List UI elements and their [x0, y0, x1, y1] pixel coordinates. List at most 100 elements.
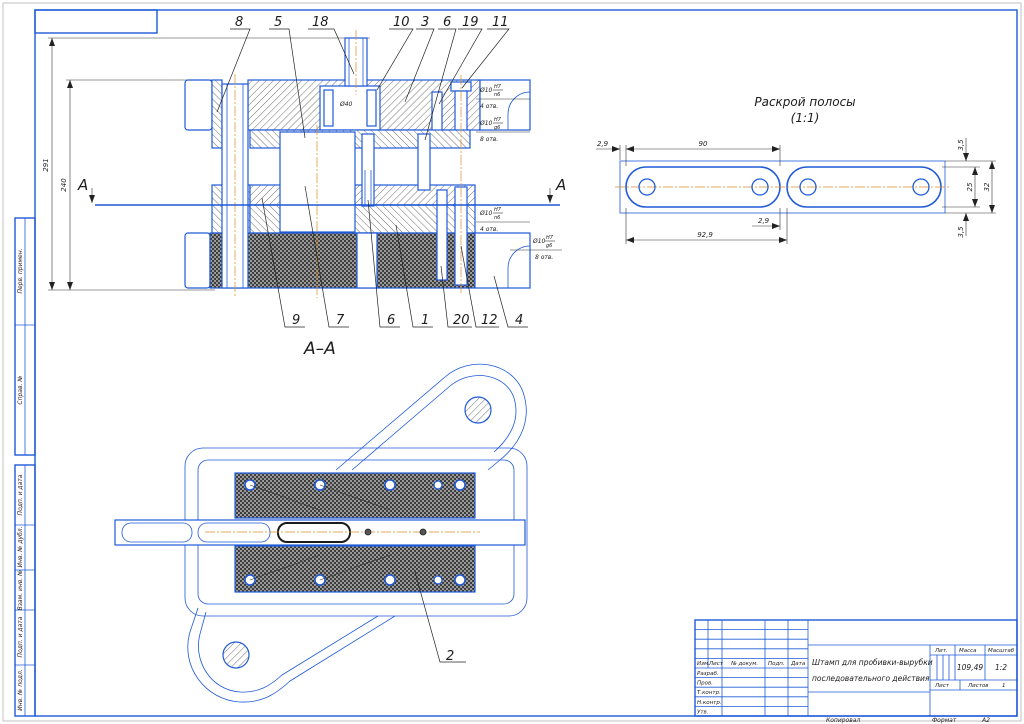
- screw-hole: [384, 574, 396, 586]
- strip-slot: [121, 522, 193, 543]
- format-value: А2: [981, 717, 990, 724]
- section-view-label: А–А: [303, 339, 336, 359]
- fit-denominator: g6: [494, 125, 500, 131]
- callout-leader: [304, 185, 349, 328]
- fit-denominator: n6: [494, 215, 500, 221]
- piercing-punch: [361, 133, 375, 207]
- pin-hole: [433, 480, 443, 490]
- die-block-holes: [244, 479, 466, 586]
- drawing-title-line: последовательного действия: [812, 674, 930, 683]
- guide-bush: [211, 79, 223, 149]
- screw-hole: [454, 574, 466, 586]
- strip-layout-title: Раскрой полосы: [754, 95, 855, 109]
- callout-leader: [308, 28, 355, 75]
- sheet-label: Лист: [934, 683, 950, 689]
- callout-number: 6: [443, 15, 451, 30]
- role-label: Пров.: [697, 681, 713, 687]
- fit-numerator: H7: [494, 84, 502, 90]
- callout-leader: [376, 28, 414, 91]
- scale-value: 1:2: [995, 663, 1007, 672]
- drawing-title-line: Штамп для пробивки-вырубки: [812, 658, 933, 667]
- bore-note: Ø40: [339, 101, 353, 108]
- strip-layout: Раскрой полосы (1:1) 90 2,9 2,9 92,9: [596, 95, 996, 244]
- flange-upper-inner: [351, 375, 517, 471]
- strip-layout-scale: (1:1): [791, 111, 820, 125]
- piercing-punch: [417, 133, 431, 191]
- dim-height-text: 240: [60, 178, 68, 192]
- mass-value: 109,49: [957, 663, 983, 672]
- flange-lower-inner: [198, 611, 379, 693]
- dim-edge-top-text: 3,5: [957, 139, 965, 151]
- callout-leader: [395, 224, 433, 328]
- diagonal-leader: [249, 554, 321, 581]
- fit-note: Ø10 H7 n6 4 отв.: [476, 207, 530, 233]
- side-stamp-label: Перв. примен.: [17, 248, 24, 293]
- callout-number: 20: [453, 313, 470, 328]
- col-header: Подп.: [768, 661, 785, 667]
- side-stamp-label: Подп. и дата: [17, 474, 24, 515]
- callout-number: 12: [481, 313, 498, 328]
- fit-count: 8 отв.: [535, 254, 553, 261]
- fit-size: Ø10: [479, 87, 493, 94]
- callout-leader: [367, 199, 400, 328]
- mounting-hole: [222, 641, 250, 669]
- fit-numerator: H7: [494, 117, 502, 123]
- blank-hole: [799, 178, 817, 196]
- callout-leader: [424, 28, 457, 141]
- callouts-bottom: 9 7 6 1 20 12 4: [261, 185, 528, 328]
- copied-label: Копировал: [826, 717, 860, 724]
- lit-label: Лит.: [934, 648, 948, 654]
- scale-label: Масштаб: [988, 648, 1015, 654]
- flange-lower: [187, 607, 396, 703]
- shank-screw: [366, 89, 377, 127]
- pin-hole: [433, 575, 443, 585]
- lower-right-lug-cut: [507, 245, 531, 288]
- dim-bridge-text: 2,9: [758, 217, 770, 225]
- role-label: Т.контр.: [697, 690, 721, 696]
- callout-number: 8: [235, 15, 243, 30]
- callout-leader: [438, 28, 483, 105]
- diagonal-leader: [249, 484, 321, 511]
- role-label: Н.контр.: [697, 700, 722, 706]
- cut-mark-right: А: [555, 176, 566, 194]
- fit-count: 4 отв.: [480, 103, 498, 110]
- fit-note: Ø10 H7 g6 8 отв.: [510, 235, 562, 261]
- callout-leader: [269, 28, 306, 139]
- shank-screw: [323, 89, 334, 127]
- pilot-hole: [364, 528, 372, 536]
- bottom-plate: [209, 232, 476, 289]
- title-block: Изм. Лист № докум. Подп. Дата Разраб. Пр…: [694, 619, 1018, 724]
- callout-leader: [414, 571, 466, 663]
- strip-slot: [197, 522, 271, 543]
- plan-strip: [114, 519, 526, 546]
- callout-leader: [404, 28, 435, 103]
- dim-blank-width-text: 25: [966, 182, 974, 191]
- fit-note: Ø10 H7 n6 4 отв.: [476, 84, 530, 110]
- callout-number: 19: [462, 15, 479, 30]
- callout-number: 2: [446, 649, 454, 664]
- plan-view: 2: [114, 363, 528, 703]
- cut-mark-left: А: [77, 176, 88, 194]
- col-header: Изм.: [697, 661, 710, 667]
- side-stamp-label: Взам. инв. №: [17, 570, 24, 611]
- slug-hole: [356, 232, 378, 289]
- lower-left-lug: [184, 232, 211, 289]
- col-header: № докум.: [730, 661, 758, 667]
- callout-leader: [261, 197, 305, 328]
- dim-left-gap-text: 2,9: [597, 140, 609, 148]
- fit-denominator: n6: [494, 92, 500, 98]
- callout-number: 11: [492, 15, 509, 30]
- callout-number: 6: [387, 313, 395, 328]
- callout-leader: [216, 28, 251, 113]
- dim-overall-text: 291: [42, 158, 50, 171]
- diagonal-leader: [319, 484, 391, 511]
- screw-hole: [384, 479, 396, 491]
- callout-number: 4: [515, 313, 523, 328]
- callout-number: 7: [336, 313, 345, 328]
- side-stamp-label: Инв. № дубл.: [17, 526, 24, 567]
- side-stamp-label: Инв. № подл.: [17, 669, 24, 710]
- callout-number: 5: [274, 15, 282, 30]
- fit-count: 4 отв.: [480, 226, 498, 233]
- die-block-lower: [234, 545, 476, 593]
